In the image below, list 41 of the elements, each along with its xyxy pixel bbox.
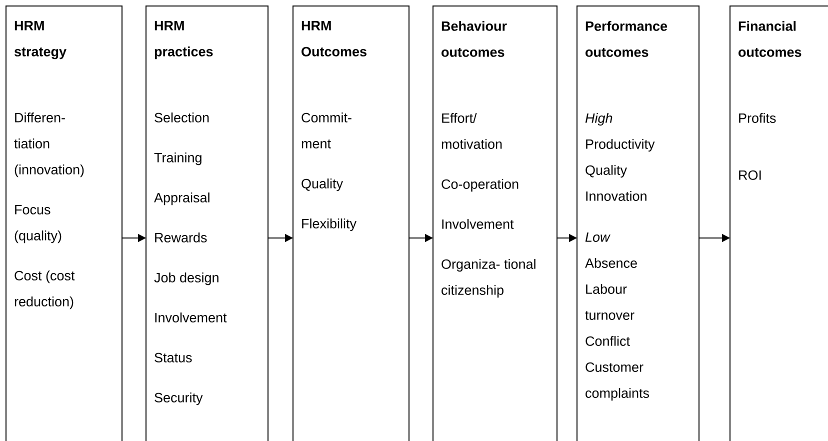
column-box (6, 6, 122, 441)
list-item: Labour turnover (585, 284, 634, 320)
column-box (432, 6, 558, 441)
column-heading: Performance outcomes (586, 21, 668, 57)
list-item: Commit- ment (302, 112, 352, 148)
list-item: Low (585, 232, 610, 242)
list-item: Focus (quality) (14, 205, 62, 244)
column-box (292, 6, 410, 441)
list-item: Training (154, 152, 202, 166)
list-item: Involvement (442, 219, 514, 229)
list-item: Co-operation (442, 179, 518, 192)
list-item: Profits (739, 113, 776, 123)
column-heading: HRM Outcomes (302, 21, 366, 56)
column-heading: HRM practices (154, 21, 213, 60)
list-item: Quality (586, 165, 627, 178)
list-item: Security (154, 392, 203, 406)
list-item: Absence (585, 258, 637, 268)
list-item: Quality (302, 178, 343, 192)
list-item: ROI (739, 170, 761, 180)
list-item: Innovation (586, 191, 646, 201)
column-box (146, 6, 268, 441)
column-heading: Behaviour outcomes (442, 21, 507, 57)
list-item: Productivity (586, 139, 655, 152)
list-item: Cost (cost reduction) (14, 270, 75, 310)
list-item: Organiza- tional citizenship (442, 259, 536, 298)
list-item: Selection (154, 112, 209, 122)
column-box (576, 6, 700, 441)
column-heading: Financial outcomes (738, 21, 802, 57)
list-item: Involvement (155, 312, 227, 322)
list-item: Rewards (155, 232, 207, 242)
list-item: Job design (154, 272, 218, 286)
list-item: Status (154, 352, 192, 362)
list-item: Differen- tiation (innovation) (14, 112, 84, 178)
list-item: Customer complaints (586, 362, 650, 401)
list-item: Effort/ motivation (442, 113, 502, 149)
column-box (730, 6, 828, 441)
list-item: Flexibility (302, 218, 356, 232)
column-heading: HRM strategy (14, 21, 66, 60)
list-item: Conflict (586, 336, 630, 346)
list-item: Appraisal (154, 192, 210, 206)
list-item: High (585, 113, 612, 126)
